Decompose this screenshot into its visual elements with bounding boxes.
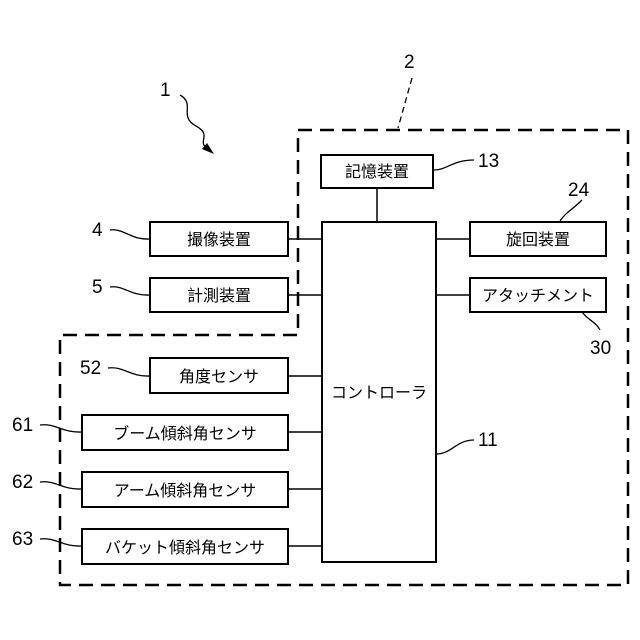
ref-angle-sensor: 52 (80, 358, 101, 379)
imaging-block: 撮像装置 (150, 222, 288, 256)
swing-leader (560, 200, 582, 221)
ref-imaging: 4 (92, 220, 103, 241)
arm-sensor-label: アーム傾斜角センサ (114, 481, 257, 500)
controller-leader (436, 440, 474, 454)
swing-block: 旋回装置 (470, 222, 606, 256)
boom-sensor-block: ブーム傾斜角センサ (82, 415, 288, 450)
swing-label: 旋回装置 (506, 230, 570, 249)
imaging-leader (110, 230, 150, 239)
angle-sensor-block: 角度センサ (150, 358, 288, 393)
measuring-block: 計測装置 (150, 278, 288, 312)
ref-storage: 13 (478, 151, 499, 172)
attachment-label: アタッチメント (482, 286, 594, 305)
arm-sensor-block: アーム傾斜角センサ (82, 472, 288, 507)
controller-label: コントローラ (331, 383, 427, 402)
storage-label: 記憶装置 (345, 162, 409, 181)
ref-arm-sensor: 62 (12, 472, 33, 493)
angle-sensor-label: 角度センサ (179, 367, 259, 386)
ref-measuring: 5 (92, 277, 103, 298)
angle-sensor-leader (108, 368, 150, 376)
measuring-leader (110, 287, 150, 295)
attachment-leader (582, 312, 600, 330)
system-squiggle-arrow (180, 95, 210, 150)
storage-leader (433, 160, 474, 170)
imaging-label: 撮像装置 (187, 230, 251, 249)
attachment-block: アタッチメント (470, 278, 606, 312)
bucket-sensor-block: バケット傾斜角センサ (82, 529, 288, 564)
ref-system: 1 (160, 80, 171, 101)
bucket-sensor-label: バケット傾斜角センサ (105, 538, 265, 557)
measuring-label: 計測装置 (187, 286, 251, 305)
ref-boom-sensor: 61 (12, 415, 33, 436)
ref-attachment: 30 (590, 338, 611, 359)
ref-vehicle: 2 (404, 52, 415, 73)
ref-bucket-sensor: 63 (12, 529, 33, 550)
storage-block: 記憶装置 (321, 155, 433, 188)
vehicle-leader (398, 78, 412, 128)
ref-controller: 11 (478, 430, 498, 451)
boom-sensor-label: ブーム傾斜角センサ (113, 424, 257, 443)
controller-block: コントローラ (322, 222, 436, 562)
ref-swing: 24 (568, 180, 590, 201)
